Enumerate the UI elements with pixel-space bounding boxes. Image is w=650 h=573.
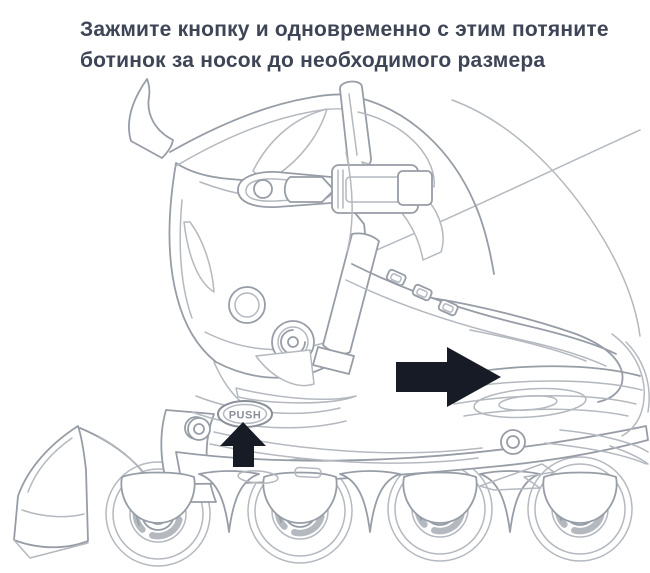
push-button: PUSH	[187, 400, 273, 441]
instruction-line-1: Зажмите кнопку и одновременно с этим пот…	[80, 18, 609, 41]
extended-shell-ghost-lines	[359, 97, 641, 337]
toe-section	[345, 151, 650, 465]
push-button-label: PUSH	[229, 410, 262, 422]
boot-cuff	[128, 78, 372, 379]
press-button-up-arrow-icon	[220, 422, 266, 467]
cuff-buckle	[237, 111, 444, 261]
lace-hooks	[385, 268, 459, 317]
heel-brake	[13, 425, 89, 559]
power-strap	[312, 232, 380, 375]
skate-diagram: PUSH	[13, 78, 650, 573]
instruction-line-2: ботинок за носок до необходимого размера	[80, 49, 546, 72]
pull-toe-right-arrow-icon	[396, 347, 501, 407]
instruction-text: Зажмите кнопку и одновременно с этим пот…	[80, 14, 620, 76]
cuff-pivots	[191, 286, 357, 429]
